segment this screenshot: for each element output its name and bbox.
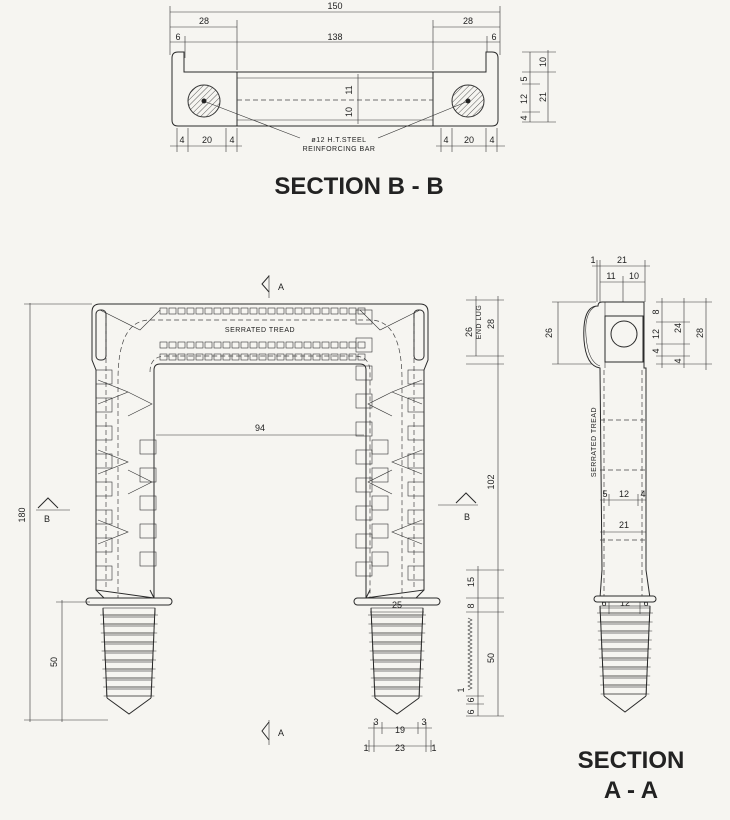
- dim-bot-3a: 3: [373, 717, 378, 727]
- dim-aa-r-4a: 4: [651, 348, 661, 353]
- dim-v-21: 21: [538, 92, 548, 102]
- dim-right-8: 8: [466, 603, 476, 608]
- dim-v-10: 10: [538, 57, 548, 67]
- section-bb: 150 28 28 6 138 6 11 10: [169, 1, 556, 200]
- dim-aa-mid-21: 21: [619, 520, 629, 530]
- dim-bot-19: 19: [395, 725, 405, 735]
- dim-v-4: 4: [519, 115, 529, 120]
- dim-138: 138: [327, 32, 342, 42]
- dim-aa-top-1: 1: [590, 255, 595, 265]
- dim-leg-25: 25: [392, 600, 402, 610]
- cut-a-bottom-label: A: [278, 728, 284, 738]
- dim-aa-left-26: 26: [544, 328, 554, 338]
- dim-left-28: 28: [199, 16, 209, 26]
- dim-bot-20b: 20: [464, 135, 474, 145]
- dim-bot-4d: 4: [489, 135, 494, 145]
- dim-150: 150: [327, 1, 342, 11]
- dim-aa-top-21: 21: [617, 255, 627, 265]
- dim-aa-r-24: 24: [673, 323, 683, 333]
- dim-aa-top-10: 10: [629, 271, 639, 281]
- dim-right-1: 1: [456, 687, 466, 692]
- step-frame: [91, 303, 429, 599]
- dim-bot-3b: 3: [421, 717, 426, 727]
- dim-mid-11: 11: [344, 85, 354, 94]
- dim-aa-mid-5: 5: [602, 489, 607, 499]
- dim-left-6: 6: [175, 32, 180, 42]
- section-aa-title-line2: A - A: [604, 777, 658, 804]
- dim-right-102: 102: [486, 474, 496, 489]
- dim-bot-1a: 1: [363, 743, 368, 753]
- dim-bot-23: 23: [395, 743, 405, 753]
- dim-v-5: 5: [519, 76, 529, 81]
- dim-aa-mid-4: 4: [640, 489, 645, 499]
- dim-right-15: 15: [466, 577, 476, 587]
- cut-b-right-label: B: [464, 512, 470, 522]
- dim-bot-4c: 4: [443, 135, 448, 145]
- reinforcing-note-line2: REINFORCING BAR: [303, 146, 376, 153]
- dim-right-6a: 6: [466, 697, 476, 702]
- section-aa-title-line1: SECTION: [578, 747, 685, 774]
- dim-bot-4b: 4: [229, 135, 234, 145]
- aa-serrated-tread-label: SERRATED TREAD: [591, 407, 598, 477]
- dim-bot-20a: 20: [202, 135, 212, 145]
- dim-aa-r-12: 12: [651, 329, 661, 339]
- dim-aa-r-8: 8: [651, 309, 661, 314]
- dim-right-6: 6: [491, 32, 496, 42]
- dim-aa-mid-12: 12: [619, 489, 629, 499]
- dim-right-28: 28: [463, 16, 473, 26]
- dim-bot-1b: 1: [431, 743, 436, 753]
- dim-mid-10: 10: [344, 107, 354, 117]
- end-lug-label: END LUG: [476, 305, 483, 340]
- dim-aa-r-4b: 4: [673, 358, 683, 363]
- dim-width-94: 94: [255, 423, 265, 433]
- section-aa: 1 21 11 10 26 SERRATED TREAD 12 8 24 28 …: [544, 255, 712, 804]
- dim-v-12: 12: [519, 94, 529, 104]
- cut-b-left-label: B: [44, 514, 50, 524]
- dim-right-50: 50: [486, 653, 496, 663]
- dim-end-lug-28: 28: [486, 319, 496, 329]
- front-elevation: A A B B SERRATED TREAD: [17, 275, 504, 753]
- dim-bot-4a: 4: [179, 135, 184, 145]
- dim-aa-r-28: 28: [695, 328, 705, 338]
- dim-leg-50: 50: [49, 657, 59, 667]
- dim-aa-top-11: 11: [606, 271, 615, 281]
- reinforcing-note-line1: ø12 H.T.STEEL: [311, 137, 366, 144]
- dim-aa-low-12: 12: [620, 598, 630, 608]
- serrated-tread-label: SERRATED TREAD: [225, 327, 295, 334]
- dim-height-180: 180: [17, 507, 27, 522]
- dim-aa-low-6a: 6: [601, 598, 606, 608]
- dim-right-6b: 6: [466, 709, 476, 714]
- cut-a-top-label: A: [278, 282, 284, 292]
- dim-end-lug-26: 26: [464, 327, 474, 337]
- section-bb-title: SECTION B - B: [274, 173, 443, 200]
- dim-aa-low-6b: 6: [643, 598, 648, 608]
